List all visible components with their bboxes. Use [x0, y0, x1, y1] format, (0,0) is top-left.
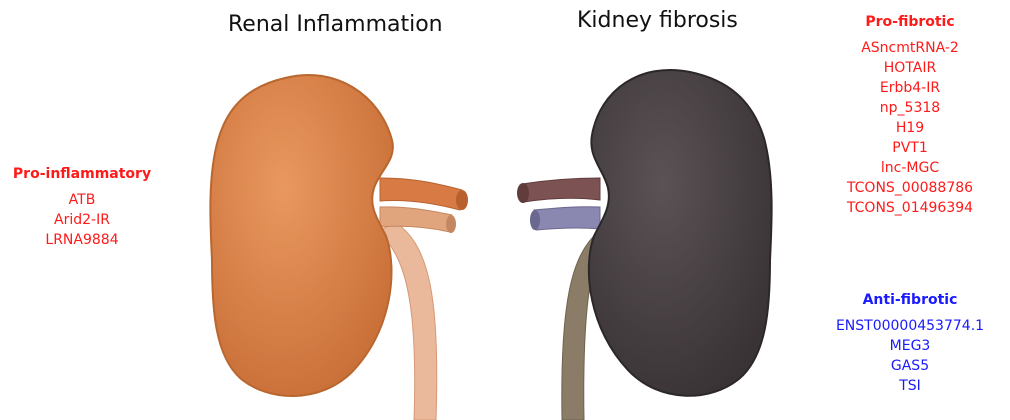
pro-fibrotic-item: H19	[830, 118, 990, 138]
pro-inflammatory-panel: Pro-inflammatory ATB Arid2-IR LRNA9884	[2, 166, 162, 250]
pro-fibrotic-item: HOTAIR	[830, 58, 990, 78]
pro-fibrotic-item: np_5318	[830, 98, 990, 118]
anti-fibrotic-item: ENST00000453774.1	[815, 316, 1005, 336]
pro-inflammatory-item: LRNA9884	[2, 230, 162, 250]
left-renal-vein	[380, 178, 462, 210]
anti-fibrotic-item: TSI	[815, 376, 1005, 396]
pro-fibrotic-item: TCONS_00088786	[830, 178, 990, 198]
pro-fibrotic-item: lnc-MGC	[830, 158, 990, 178]
right-kidney-fibrotic	[589, 70, 772, 396]
anti-fibrotic-panel: Anti-fibrotic ENST00000453774.1 MEG3 GAS…	[815, 292, 1005, 396]
pro-fibrotic-item: Erbb4-IR	[830, 78, 990, 98]
pro-fibrotic-item: ASncmtRNA-2	[830, 38, 990, 58]
right-renal-vein	[522, 178, 600, 202]
anti-fibrotic-heading: Anti-fibrotic	[815, 292, 1005, 308]
left-kidney-inflamed	[210, 75, 393, 396]
title-kidney-fibrosis: Kidney fibrosis	[577, 8, 738, 33]
anti-fibrotic-item: MEG3	[815, 336, 1005, 356]
pro-fibrotic-item: TCONS_01496394	[830, 198, 990, 218]
anti-fibrotic-item: GAS5	[815, 356, 1005, 376]
pro-fibrotic-heading: Pro-fibrotic	[830, 14, 990, 30]
pro-fibrotic-item: PVT1	[830, 138, 990, 158]
pro-inflammatory-item: ATB	[2, 190, 162, 210]
pro-inflammatory-heading: Pro-inflammatory	[2, 166, 162, 182]
right-renal-artery	[534, 207, 600, 230]
pro-inflammatory-item: Arid2-IR	[2, 210, 162, 230]
title-renal-inflammation: Renal Inflammation	[228, 12, 443, 37]
pro-fibrotic-panel: Pro-fibrotic ASncmtRNA-2 HOTAIR Erbb4-IR…	[830, 14, 990, 218]
